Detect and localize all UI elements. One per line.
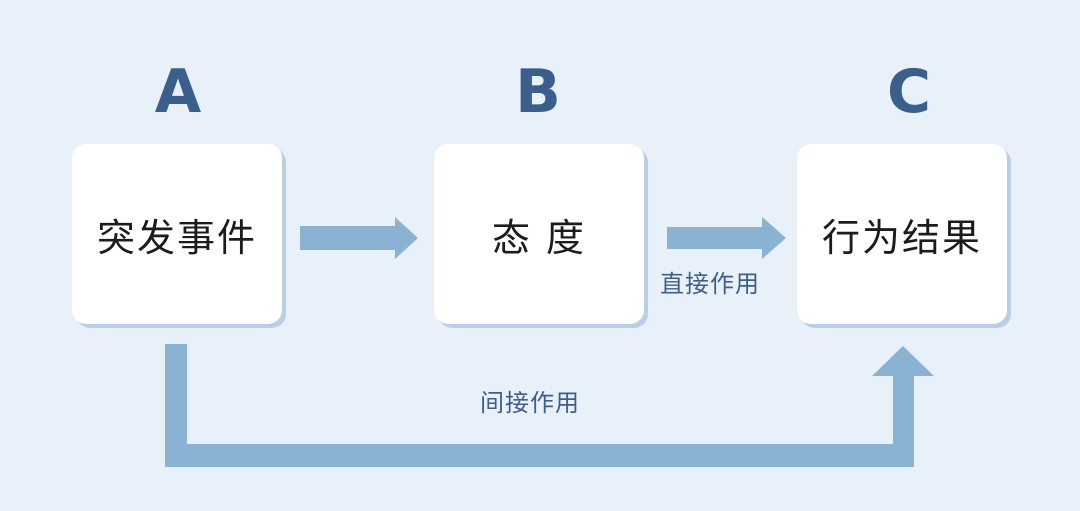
node-b-label: 态 度 (491, 215, 587, 260)
node-a-box: 突发事件 (72, 144, 282, 324)
node-c-box: 行为结果 (797, 144, 1007, 324)
arrow-a-to-c-indirect (165, 344, 934, 467)
arrow-b-to-c (667, 217, 786, 259)
direct-effect-label: 直接作用 (660, 270, 760, 298)
node-b-letter: B (515, 57, 561, 127)
indirect-effect-label: 间接作用 (480, 389, 580, 417)
node-c-letter: C (886, 57, 932, 127)
node-a-label: 突发事件 (96, 215, 257, 260)
node-b-box: 态 度 (434, 144, 644, 324)
node-a-letter: A (154, 57, 202, 127)
node-c-label: 行为结果 (821, 215, 982, 260)
arrow-a-to-b (300, 217, 418, 259)
